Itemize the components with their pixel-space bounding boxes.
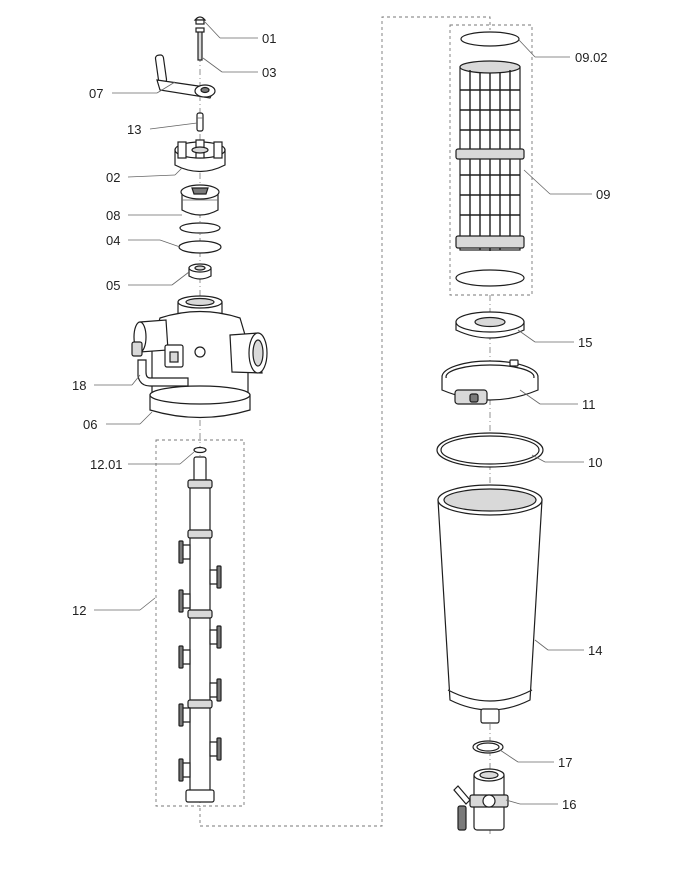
part-07-handle [154,54,216,99]
part-1201-oring [193,446,207,454]
callout-13: 13 [127,122,141,137]
part-06-housing [131,295,268,419]
callout-16: 16 [562,797,576,812]
callout-12: 12 [72,603,86,618]
callout-10: 10 [588,455,602,470]
leader-lines [94,21,592,805]
callout-11: 11 [582,397,596,412]
part-08-piston [180,184,220,216]
callout-15: 15 [578,335,592,350]
flushing-arm-group-box [155,439,245,807]
part-12-flushing-arm [178,456,222,803]
part-13-pin [196,112,204,132]
callout-18: 18 [72,378,86,393]
part-09-bottom-oring [455,269,525,287]
callout-17: 17 [558,755,572,770]
callout-1201: 12.01 [90,457,123,472]
part-04-oring-bottom [178,240,222,254]
part-15-gasket [455,311,525,339]
callout-14: 14 [588,643,602,658]
part-02-nut [174,139,226,173]
part-17-oring [472,740,504,754]
part-11-clamp [441,359,539,405]
part-03-screw [195,27,205,61]
assembly-path-line [199,16,491,827]
callout-02: 02 [106,170,120,185]
part-10-oring [436,432,544,468]
callout-03: 03 [262,65,276,80]
part-01-cap [193,16,207,25]
callout-08: 08 [106,208,120,223]
callout-05: 05 [106,278,120,293]
callout-01: 01 [262,31,276,46]
part-18-flush-tube [137,359,189,387]
part-14-bowl [437,484,543,724]
part-05-seal [188,263,212,280]
callout-04: 04 [106,233,120,248]
callout-07: 07 [89,86,103,101]
filter-element-group-box [449,24,533,296]
part-16-valve [453,768,509,831]
callout-0902: 09.02 [575,50,608,65]
part-04-oring-top [179,222,221,234]
part-0902-oring [460,31,520,47]
callout-09: 09 [596,187,610,202]
part-09-screen [455,60,525,251]
callout-06: 06 [83,417,97,432]
